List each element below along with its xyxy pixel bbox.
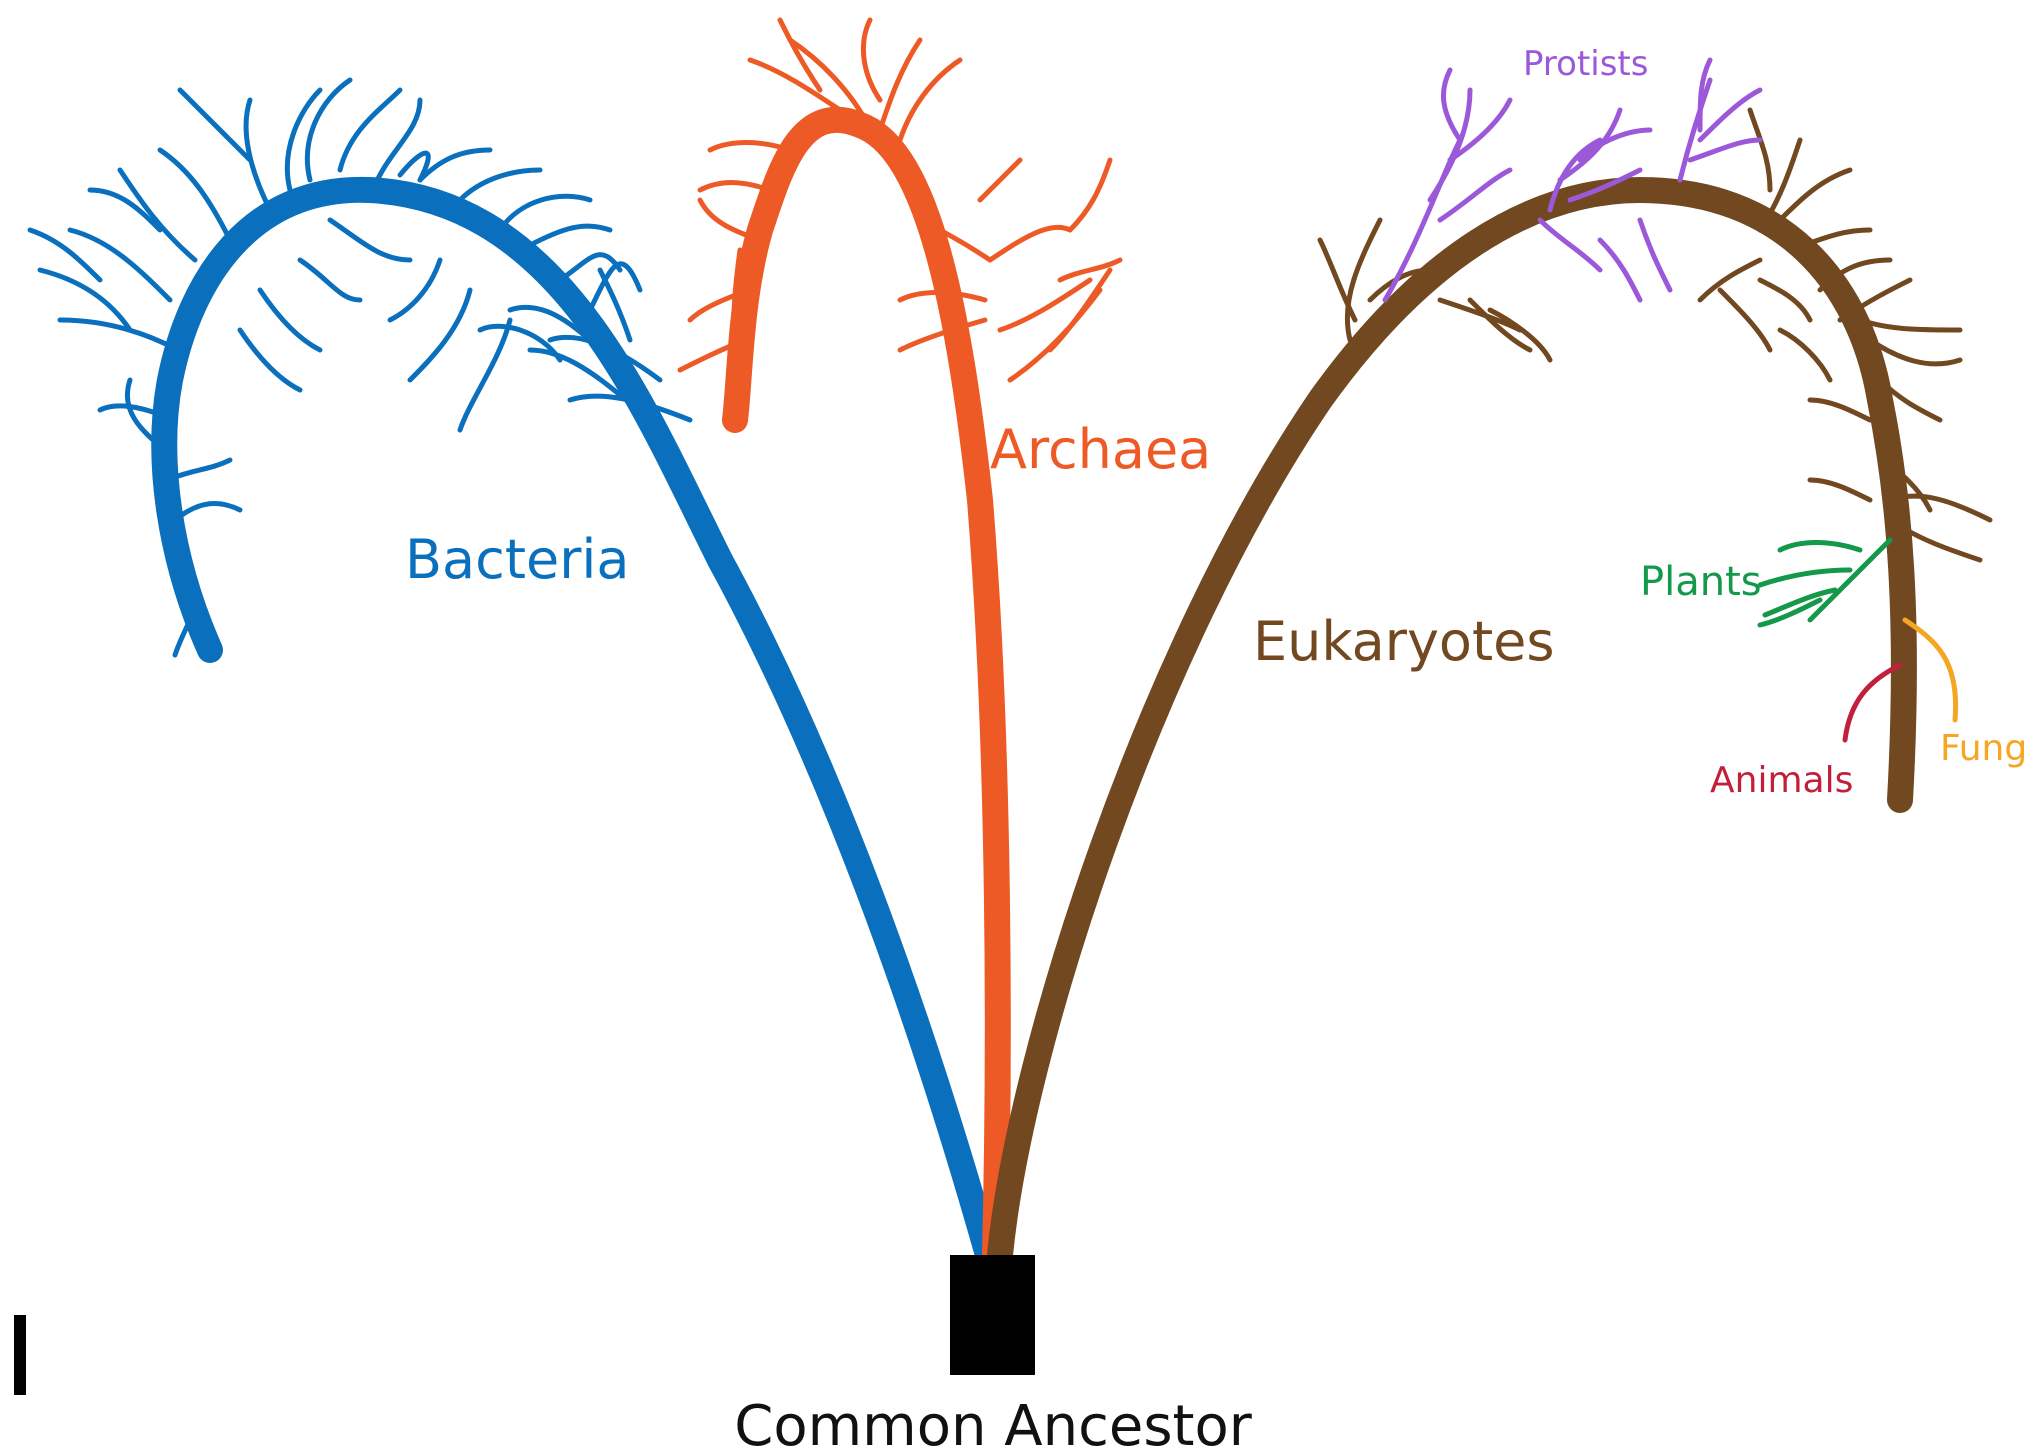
label-plants: Plants: [1640, 559, 1762, 605]
label-archaea: Archaea: [990, 418, 1211, 481]
bacteria-branch: [30, 80, 988, 1255]
plants-branch: [1760, 540, 1890, 625]
label-protists: Protists: [1523, 44, 1648, 84]
label-fungi: Fung: [1940, 728, 2027, 769]
label-common-ancestor: Common Ancestor: [734, 1394, 1252, 1453]
common-ancestor-block: [950, 1255, 1035, 1375]
eukaryotes-branch: [1000, 110, 1990, 1255]
edge-mark: [14, 1315, 26, 1395]
label-bacteria: Bacteria: [405, 528, 630, 591]
label-eukaryotes: Eukaryotes: [1253, 610, 1554, 673]
label-animals: Animals: [1710, 760, 1853, 801]
bacteria-trunk: [164, 190, 988, 1255]
